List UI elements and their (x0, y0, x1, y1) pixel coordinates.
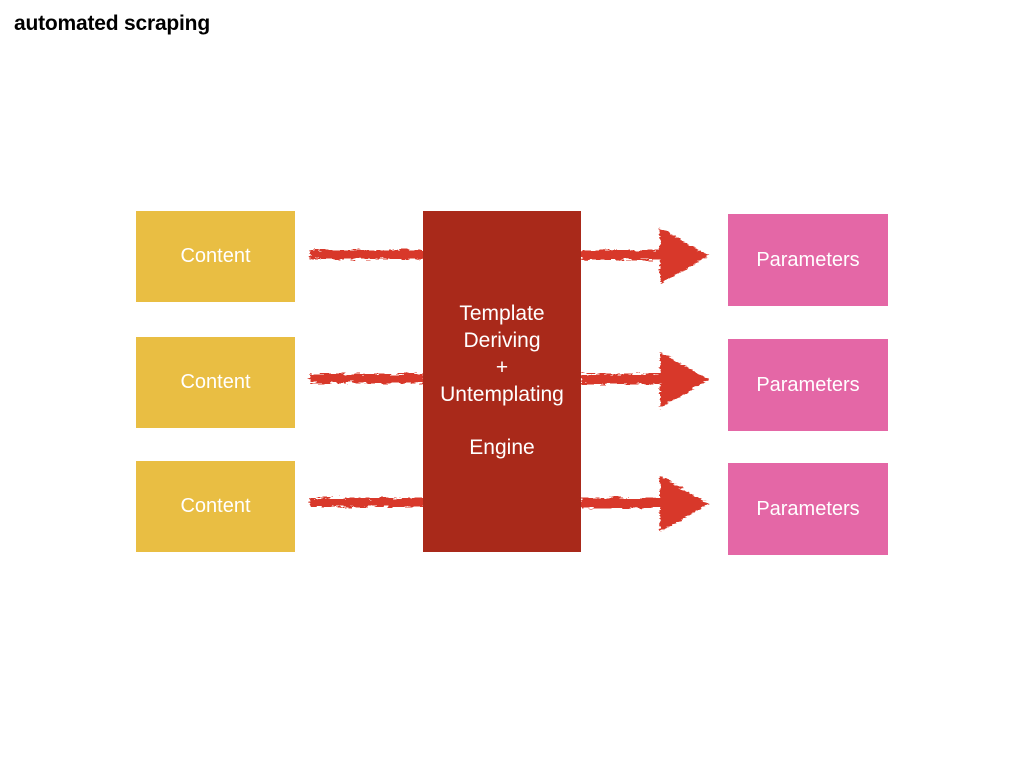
arrowhead-icon (660, 476, 709, 532)
node-parameters-3[interactable]: Parameters (728, 463, 888, 555)
node-content-3[interactable]: Content (136, 461, 295, 552)
connector-content-to-engine-3 (310, 498, 424, 507)
arrowhead-icon (660, 228, 709, 284)
arrowhead-icon (660, 352, 709, 408)
node-parameters-1[interactable]: Parameters (728, 214, 888, 306)
connector-engine-to-parameters-1 (581, 228, 709, 284)
page-title: automated scraping (14, 12, 210, 35)
connector-engine-to-parameters-3 (581, 476, 709, 532)
connector-content-to-engine-1 (310, 250, 424, 259)
node-parameters-2[interactable]: Parameters (728, 339, 888, 431)
node-content-1[interactable]: Content (136, 211, 295, 302)
connector-content-to-engine-2 (310, 374, 424, 383)
connector-engine-to-parameters-2 (581, 352, 709, 408)
node-content-2[interactable]: Content (136, 337, 295, 428)
node-engine[interactable]: Template Deriving + Untemplating Engine (423, 211, 581, 552)
